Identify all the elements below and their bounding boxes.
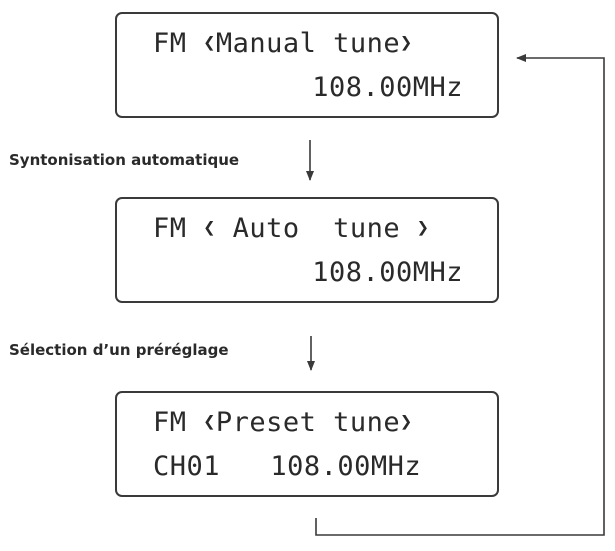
step-label-preset: Sélection d’un préréglage [9, 341, 229, 359]
channel-label: CH01 [153, 451, 221, 482]
lcd-screen-manual: FM ❮Manual tune❯ 108.00MHz [115, 12, 499, 118]
mode-label: Auto tune [232, 213, 401, 244]
step-label-auto: Syntonisation automatique [9, 151, 240, 169]
return-loop-line [315, 54, 605, 536]
lcd-line-mode: FM ❮Preset tune❯ [117, 407, 497, 438]
left-arrow-icon: ❮ [203, 30, 216, 54]
frequency-readout: 108.00MHz [312, 72, 463, 103]
right-arrow-icon: ❯ [416, 215, 430, 239]
frequency-readout: 108.00MHz [270, 451, 422, 482]
frequency-readout: 108.00MHz [312, 257, 463, 288]
left-arrow-icon: ❮ [203, 409, 216, 433]
lcd-line-channel: CH01 108.00MHz [117, 451, 497, 482]
band-label: FM [153, 407, 187, 438]
mode-label: Preset tune [215, 407, 401, 438]
lcd-screen-preset: FM ❮Preset tune❯ CH01 108.00MHz [115, 391, 499, 497]
left-arrow-icon: ❮ [203, 215, 216, 239]
right-arrow-icon: ❯ [400, 30, 413, 54]
mode-label: Manual tune [215, 28, 401, 59]
band-label: FM [153, 28, 187, 59]
lcd-line-mode: FM ❮Manual tune❯ [117, 28, 497, 59]
right-arrow-icon: ❯ [400, 409, 413, 433]
lcd-screen-auto: FM ❮ Auto tune ❯ 108.00MHz [115, 197, 499, 303]
lcd-line-mode: FM ❮ Auto tune ❯ [117, 213, 497, 244]
band-label: FM [153, 213, 187, 244]
